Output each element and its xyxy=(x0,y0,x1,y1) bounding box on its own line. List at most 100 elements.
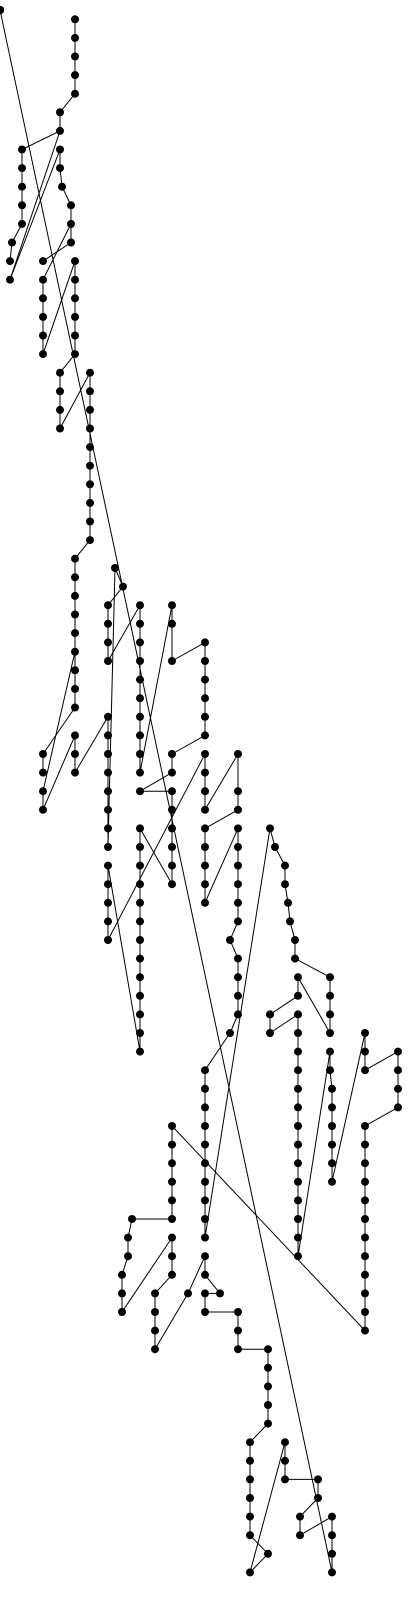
tree-edge xyxy=(249,1442,286,1573)
tree-node xyxy=(104,731,112,740)
tree-node xyxy=(136,731,144,740)
tree-node xyxy=(136,898,144,907)
tree-node xyxy=(201,750,209,758)
tree-node xyxy=(168,824,176,833)
tree-node xyxy=(18,182,26,191)
tree-node xyxy=(361,1140,369,1149)
tree-node xyxy=(361,1233,369,1242)
tree-node xyxy=(168,619,176,628)
tree-node xyxy=(201,1103,209,1112)
tree-node xyxy=(246,1456,254,1465)
tree-node xyxy=(71,768,79,777)
tree-node xyxy=(86,498,94,507)
tree-edge xyxy=(249,1553,269,1573)
tree-node xyxy=(136,843,144,851)
tree-edge xyxy=(42,651,76,792)
tree-node xyxy=(294,1084,302,1093)
tree-node xyxy=(294,1010,302,1019)
tree-node xyxy=(168,601,176,610)
tree-node xyxy=(71,666,79,675)
tree-edge xyxy=(331,1032,366,1182)
tree-edge xyxy=(59,372,91,429)
tree-node xyxy=(168,805,176,814)
tree-node xyxy=(71,350,79,359)
tree-node xyxy=(71,703,79,712)
tree-node xyxy=(281,1438,289,1447)
tree-node xyxy=(168,1177,176,1186)
tree-node xyxy=(361,1047,369,1056)
tree-node xyxy=(326,991,334,1000)
tree-node xyxy=(118,1289,126,1298)
tree-node xyxy=(104,712,112,721)
tree-node xyxy=(168,657,176,665)
tree-node xyxy=(201,1233,209,1242)
tree-node xyxy=(328,1084,336,1093)
tree-node xyxy=(246,1512,254,1521)
tree-edge xyxy=(171,1125,366,1331)
tree-node xyxy=(234,1010,242,1019)
tree-node xyxy=(328,1568,336,1577)
tree-node xyxy=(201,843,209,851)
tree-node xyxy=(281,880,289,889)
tree-node xyxy=(56,145,64,154)
tree-node xyxy=(201,1270,209,1279)
tree-node xyxy=(118,1270,126,1279)
tree-node xyxy=(328,1103,336,1112)
tree-node xyxy=(71,294,79,303)
tree-node xyxy=(226,1029,234,1037)
tree-node xyxy=(264,1363,272,1372)
tree-node xyxy=(86,517,94,526)
tree-edge xyxy=(42,260,76,355)
tree-node xyxy=(136,861,144,870)
tree-node xyxy=(294,1066,302,1075)
tree-node xyxy=(201,787,209,796)
tree-node xyxy=(56,164,64,173)
tree-node xyxy=(394,1066,402,1075)
tree-node xyxy=(328,1159,336,1168)
tree-edges xyxy=(0,9,399,1573)
tree-edge xyxy=(107,567,116,848)
tree-node xyxy=(294,1252,302,1261)
tree-node xyxy=(71,591,79,600)
tree-node xyxy=(294,1103,302,1112)
tree-node xyxy=(56,387,64,396)
tree-edge xyxy=(297,976,331,1034)
tree-node xyxy=(151,1308,159,1316)
tree-node xyxy=(71,684,79,693)
tree-node xyxy=(119,582,127,591)
tree-node xyxy=(326,1029,334,1037)
tree-node xyxy=(296,1531,304,1540)
tree-node xyxy=(168,1233,176,1242)
tree-node xyxy=(71,750,79,758)
tree-node xyxy=(234,805,242,814)
tree-node xyxy=(136,1010,144,1019)
tree-node xyxy=(151,1289,159,1298)
tree-node xyxy=(201,824,209,833)
tree-node xyxy=(246,1475,254,1484)
tree-node xyxy=(168,880,176,889)
tree-node xyxy=(281,861,289,870)
tree-node xyxy=(246,1438,254,1447)
tree-node xyxy=(394,1103,402,1112)
tree-edge xyxy=(204,828,239,904)
tree-edge xyxy=(249,1534,269,1555)
tree-node xyxy=(104,880,112,889)
tree-node xyxy=(136,991,144,1000)
tree-node xyxy=(294,1196,302,1205)
tree-node xyxy=(104,750,112,758)
tree-node xyxy=(328,1531,336,1540)
tree-node xyxy=(291,936,299,944)
tree-node xyxy=(294,1159,302,1168)
tree-node xyxy=(266,824,274,833)
tree-node xyxy=(136,880,144,889)
tree-node xyxy=(296,1512,304,1521)
tree-node xyxy=(71,731,79,740)
tree-edge xyxy=(9,149,61,280)
tree-node xyxy=(264,1382,272,1391)
tree-node xyxy=(201,1140,209,1149)
tree-edge xyxy=(154,1274,173,1294)
tree-edge xyxy=(269,995,299,1015)
tree-node xyxy=(168,787,176,796)
tree-node xyxy=(111,564,119,572)
